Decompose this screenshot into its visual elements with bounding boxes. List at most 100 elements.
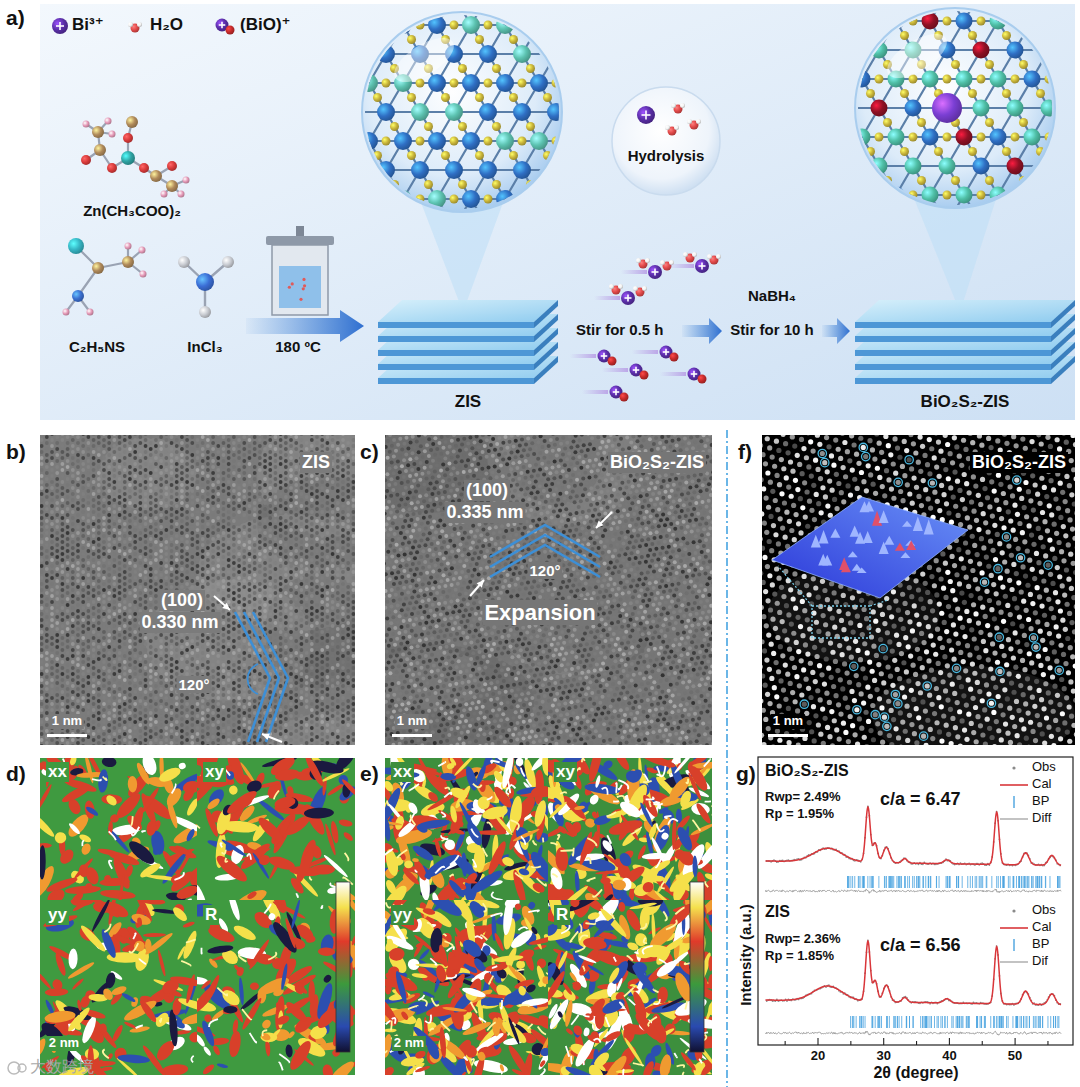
atom-column bbox=[71, 498, 75, 502]
atom-column bbox=[118, 633, 122, 637]
solute-dot bbox=[303, 284, 306, 287]
atom-column bbox=[133, 660, 137, 664]
atom-column bbox=[40, 696, 44, 700]
atom-column bbox=[159, 447, 163, 451]
atom-column bbox=[144, 492, 148, 496]
atom-column bbox=[180, 657, 184, 661]
atom-column bbox=[40, 594, 44, 598]
atom-column bbox=[50, 738, 54, 742]
atom-column bbox=[71, 540, 75, 544]
atom-column bbox=[92, 516, 96, 520]
atom-column bbox=[133, 744, 137, 748]
atom-column bbox=[159, 729, 163, 733]
atom-column bbox=[133, 450, 137, 454]
atom-column bbox=[112, 432, 116, 436]
atom-column bbox=[61, 744, 65, 748]
atom-column bbox=[50, 540, 54, 544]
atom-column bbox=[102, 558, 106, 562]
atom-column bbox=[45, 687, 49, 691]
atom-column bbox=[55, 621, 59, 625]
atom-column bbox=[71, 432, 75, 436]
atom-column bbox=[118, 681, 122, 685]
atom-column bbox=[159, 441, 163, 445]
atom-column bbox=[92, 654, 96, 658]
atom-column bbox=[128, 687, 132, 691]
atom-column bbox=[86, 669, 90, 673]
atom-column bbox=[86, 537, 90, 541]
atom-column bbox=[107, 669, 111, 673]
atom-column bbox=[66, 471, 70, 475]
atom-column bbox=[138, 651, 142, 655]
atom-column bbox=[92, 726, 96, 730]
atom-column bbox=[107, 597, 111, 601]
atom-column bbox=[97, 705, 101, 709]
atom-column bbox=[133, 630, 137, 634]
atom-column bbox=[180, 717, 184, 721]
atom-column bbox=[81, 570, 85, 574]
atom-column bbox=[92, 618, 96, 622]
atom-column bbox=[107, 543, 111, 547]
atom-column bbox=[180, 699, 184, 703]
atom-column bbox=[50, 546, 54, 550]
atom-column bbox=[154, 600, 158, 604]
atom-column bbox=[102, 492, 106, 496]
atom-column bbox=[144, 738, 148, 742]
atom-column bbox=[159, 675, 163, 679]
atom bbox=[121, 151, 135, 165]
atom-column bbox=[133, 516, 137, 520]
atom-column bbox=[118, 591, 122, 595]
atom-column bbox=[175, 522, 179, 526]
atom bbox=[716, 254, 721, 259]
atom-column bbox=[175, 552, 179, 556]
atom-column bbox=[102, 588, 106, 592]
atom-column bbox=[40, 462, 44, 466]
atom-column bbox=[45, 615, 49, 619]
atom-column bbox=[133, 702, 137, 706]
atom-column bbox=[55, 585, 59, 589]
atom-column bbox=[144, 636, 148, 640]
atom-column bbox=[86, 585, 90, 589]
atom-column bbox=[92, 612, 96, 616]
atom-column bbox=[50, 618, 54, 622]
atom-column bbox=[97, 537, 101, 541]
atom-column bbox=[86, 483, 90, 487]
atom-column bbox=[128, 495, 132, 499]
atom-column bbox=[97, 495, 101, 499]
atom-column bbox=[144, 528, 148, 532]
atom-column bbox=[50, 492, 54, 496]
atom-column bbox=[118, 651, 122, 655]
atom-column bbox=[128, 633, 132, 637]
atom bbox=[939, 0, 956, 1]
atom-column bbox=[144, 672, 148, 676]
atom-column bbox=[40, 702, 44, 706]
atom-column bbox=[92, 552, 96, 556]
atom-column bbox=[112, 672, 116, 676]
atom-column bbox=[50, 480, 54, 484]
atom-column bbox=[144, 456, 148, 460]
atom-column bbox=[164, 534, 168, 538]
atom bbox=[956, 187, 973, 204]
atom bbox=[951, 176, 960, 185]
atom-column bbox=[102, 480, 106, 484]
atom-column bbox=[133, 666, 137, 670]
atom-column bbox=[66, 483, 70, 487]
atom-column bbox=[128, 669, 132, 673]
atom-column bbox=[149, 447, 153, 451]
atom-column bbox=[45, 513, 49, 517]
atom-column bbox=[112, 678, 116, 682]
atom bbox=[92, 126, 104, 138]
atom-column bbox=[123, 732, 127, 736]
atom-column bbox=[107, 633, 111, 637]
atom-column bbox=[50, 456, 54, 460]
atom-column bbox=[164, 660, 168, 664]
atom-column bbox=[66, 453, 70, 457]
atom-column bbox=[81, 660, 85, 664]
atom-column bbox=[149, 687, 153, 691]
atom-column bbox=[71, 576, 75, 580]
atom-column bbox=[71, 738, 75, 742]
atom-column bbox=[175, 696, 179, 700]
atom-column bbox=[97, 651, 101, 655]
atom-column bbox=[175, 510, 179, 514]
atom-column bbox=[149, 465, 153, 469]
atom-column bbox=[123, 486, 127, 490]
